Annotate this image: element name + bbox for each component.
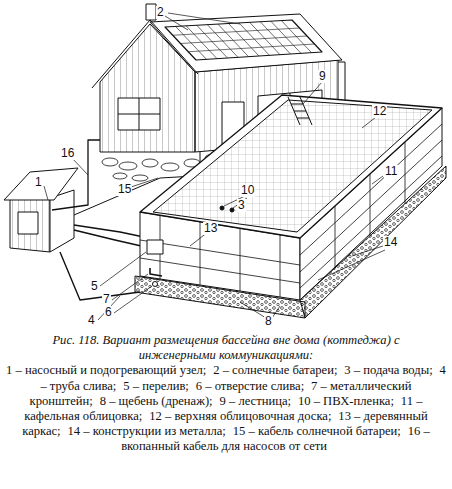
callout-number: 8: [264, 315, 273, 328]
legend-item: 5 – перелив;: [123, 379, 189, 393]
panel-grid-line: [173, 28, 300, 35]
panel-grid-line: [181, 36, 308, 44]
callout-number: 9: [318, 70, 327, 83]
panel-grid-line: [188, 44, 314, 52]
legend-item: 6 – отверстие слива;: [196, 379, 304, 393]
legend-item: 1 – насосный и подогревающий узел;: [6, 363, 206, 377]
legend-item: 8 – щебень (дренаж);: [100, 394, 213, 408]
legend-item: 3 – подача воды;: [344, 363, 432, 377]
callout-number: 11: [384, 165, 398, 178]
callout-number: 7: [102, 293, 111, 306]
callout-number: 16: [60, 147, 75, 160]
legend-item: 15 – кабель солнечной батареи;: [233, 424, 401, 438]
legend-item: 12 – верхняя облицовочная доска;: [149, 409, 331, 423]
callout-number: 4: [87, 314, 96, 327]
callout-number: 5: [90, 280, 99, 293]
legend-item: 9 – лестница;: [220, 394, 291, 408]
callout-number: 10: [240, 184, 255, 197]
callout-number: 1: [34, 176, 43, 189]
legend-item: 2 – солнечные батареи;: [213, 363, 337, 377]
callout-number: 14: [383, 236, 398, 249]
callout-number: 6: [104, 306, 113, 319]
callout-number: 3: [237, 199, 246, 212]
callout-number: 15: [117, 183, 132, 196]
legend-item: 10 – ПВХ-пленка;: [298, 394, 394, 408]
callout-number: 13: [203, 222, 218, 235]
legend-item: 14 – конструкции из металла;: [68, 424, 226, 438]
figure-caption: Рис. 118. Вариант размещения бассейна вн…: [6, 333, 446, 363]
callout-number: 2: [156, 6, 165, 19]
callout-number: 12: [372, 105, 387, 118]
caption-block: Рис. 118. Вариант размещения бассейна вн…: [6, 333, 446, 455]
